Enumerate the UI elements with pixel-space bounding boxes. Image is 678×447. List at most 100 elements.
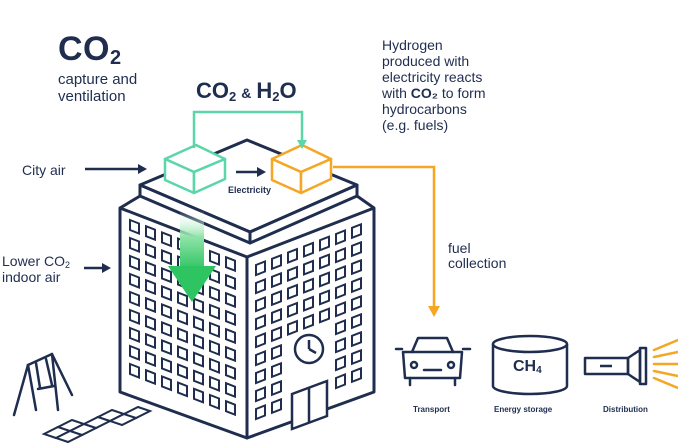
window — [129, 308, 140, 325]
fuel-collection-line1: fuel — [448, 240, 471, 256]
window — [303, 313, 314, 330]
window — [209, 375, 220, 392]
window — [319, 307, 330, 324]
hopscotch — [41, 405, 153, 444]
co2-title: CO2 — [58, 30, 122, 69]
air-down-arrow — [168, 210, 216, 302]
tank-label: CH4 — [513, 358, 542, 376]
window — [145, 350, 156, 368]
window — [287, 301, 298, 319]
flashlight-icon — [583, 346, 648, 386]
window — [351, 222, 362, 240]
window — [255, 332, 266, 349]
window — [209, 393, 220, 410]
window — [161, 374, 172, 392]
window — [287, 265, 298, 283]
window — [335, 265, 346, 282]
window — [255, 296, 266, 313]
window — [287, 319, 298, 337]
window — [193, 369, 204, 386]
window — [335, 337, 346, 354]
window — [209, 321, 220, 338]
co2-h2o-flow-arrow — [192, 110, 307, 149]
window — [271, 307, 282, 325]
window — [351, 312, 362, 330]
fuel-collection-line — [333, 165, 440, 317]
window — [177, 345, 188, 362]
hydrogen-text-line5: hydrocarbons — [382, 101, 467, 117]
window — [335, 247, 346, 264]
window — [193, 333, 204, 350]
window — [193, 297, 204, 314]
window — [255, 260, 266, 277]
hydrogen-text-line3: electricity reacts — [382, 69, 483, 85]
distribution-caption: Distribution — [603, 405, 648, 414]
window — [319, 253, 330, 270]
window — [177, 309, 188, 326]
window — [177, 381, 188, 398]
window — [271, 325, 282, 343]
window — [351, 276, 362, 294]
hydrogen-text-line6: (e.g. fuels) — [382, 117, 449, 133]
window — [129, 290, 140, 307]
window — [193, 387, 204, 404]
window — [271, 289, 282, 307]
hydrogen-text-line2: produced with — [382, 53, 470, 69]
window — [145, 296, 156, 314]
energy-storage-caption: Energy storage — [494, 405, 553, 414]
window — [335, 283, 346, 300]
window — [129, 362, 140, 379]
window — [145, 278, 156, 296]
window — [225, 273, 236, 291]
window — [161, 356, 172, 374]
window — [319, 271, 330, 288]
window — [145, 242, 156, 260]
window — [129, 236, 140, 253]
electricity-label: Electricity — [228, 185, 272, 195]
window — [351, 348, 362, 366]
window — [193, 315, 204, 332]
window — [225, 309, 236, 327]
window — [271, 379, 282, 397]
window — [303, 277, 314, 294]
window — [351, 330, 362, 348]
window — [193, 351, 204, 368]
swing-set — [12, 352, 74, 417]
window — [351, 366, 362, 384]
window — [129, 344, 140, 361]
window — [209, 267, 220, 284]
window — [129, 254, 140, 271]
window — [351, 258, 362, 276]
window — [129, 272, 140, 289]
window — [255, 368, 266, 385]
clock-icon — [293, 333, 325, 365]
window — [145, 368, 156, 386]
indoor-air-label-line1: Lower CO2 — [2, 253, 71, 270]
door — [290, 379, 329, 431]
window — [145, 224, 156, 242]
window — [271, 271, 282, 289]
window — [303, 259, 314, 276]
window — [209, 357, 220, 374]
flashlight-beam — [652, 338, 678, 390]
window — [335, 229, 346, 246]
co2-h2o-label: CO2&H2O — [196, 78, 297, 104]
indoor-air-arrow — [84, 263, 111, 273]
window — [271, 361, 282, 379]
window — [255, 404, 266, 421]
window — [209, 249, 220, 266]
window — [271, 253, 282, 271]
window — [335, 355, 346, 372]
window — [129, 326, 140, 343]
window — [303, 295, 314, 312]
window — [209, 303, 220, 320]
hydrogen-text-line1: Hydrogen — [382, 37, 443, 53]
window — [161, 284, 172, 302]
window — [161, 320, 172, 338]
city-air-arrow — [85, 164, 147, 174]
window — [161, 338, 172, 356]
hopscotch-square — [53, 429, 85, 444]
window — [145, 314, 156, 332]
window — [209, 285, 220, 302]
